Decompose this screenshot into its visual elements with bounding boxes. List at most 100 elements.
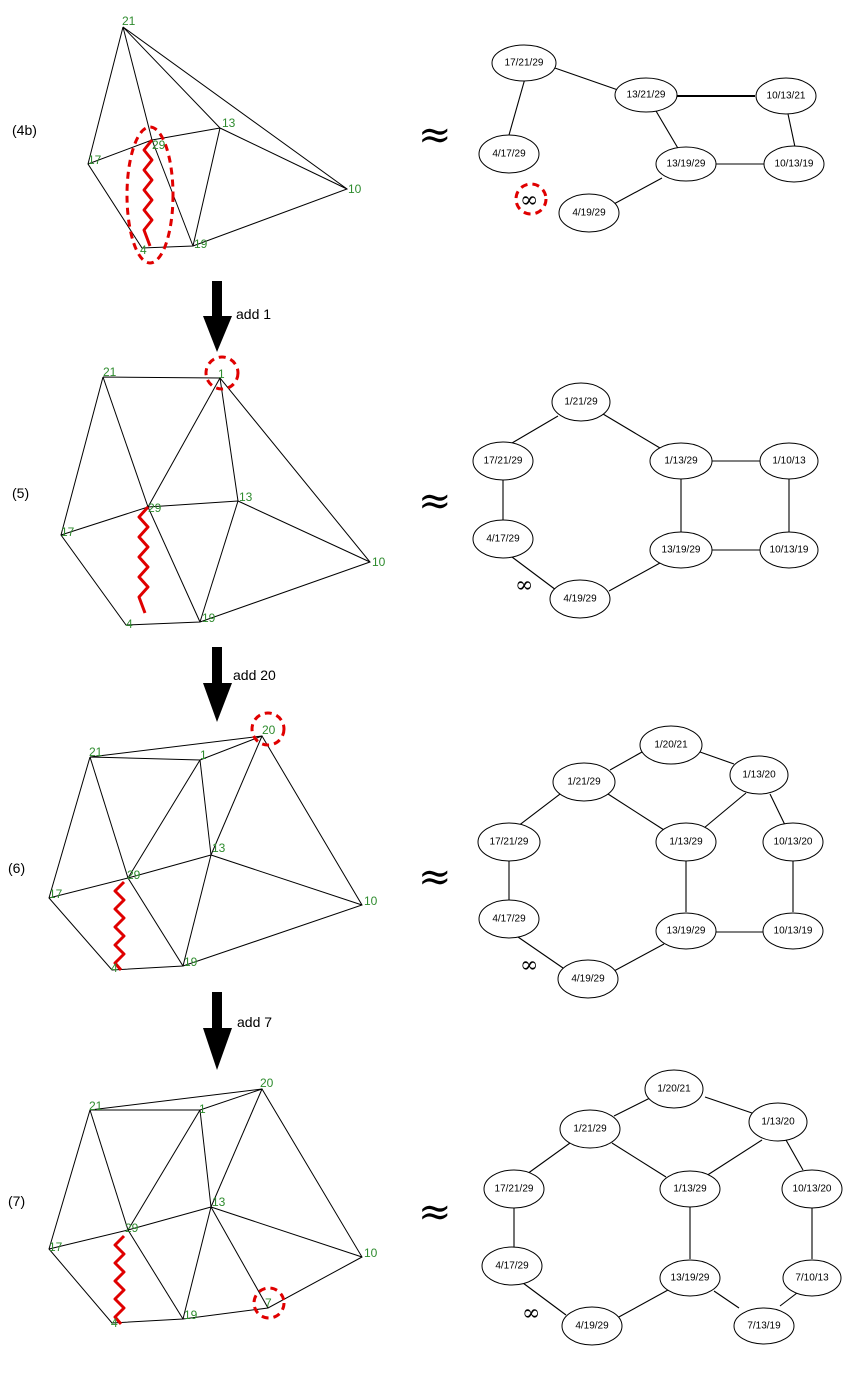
node-label: 10/13/20	[774, 837, 813, 848]
graph-node: 13/19/29	[655, 912, 717, 950]
graph-node: 1/21/29	[551, 382, 611, 422]
graph-edge	[655, 110, 680, 151]
triangulation-edges	[87, 26, 349, 249]
mesh-edge	[87, 139, 153, 165]
graph-edge	[511, 556, 557, 591]
mesh-edge	[219, 127, 348, 190]
graph-edge	[611, 1142, 667, 1178]
vertex-label: 4	[126, 617, 133, 631]
panel-6: (6) 20 21 1 13 29 17 10 19 4 ≈	[8, 711, 824, 999]
red-zigzag-edge	[137, 505, 150, 614]
mesh-edge	[89, 1109, 129, 1231]
mesh-edge	[127, 1109, 201, 1231]
stage-label: (6)	[8, 860, 25, 876]
vertex-label: 21	[103, 365, 117, 379]
graph-edge	[779, 1292, 798, 1307]
red-zigzag-edge	[113, 880, 126, 971]
graph-edge	[517, 793, 561, 827]
vertex-label: 13	[212, 841, 226, 855]
vertex-label: 19	[184, 1308, 198, 1322]
graph-node: 17/21/29	[483, 1169, 545, 1209]
stage-label: (5)	[12, 485, 29, 501]
vertex-label: 29	[125, 1221, 139, 1235]
dual-graph: 1/20/21 1/21/29 1/13/20 17/21/29 1/13/29…	[481, 1069, 843, 1346]
mesh-edge	[210, 854, 363, 906]
node-label: 17/21/29	[490, 837, 529, 848]
vertex-label: 19	[194, 237, 208, 251]
mesh-edge	[147, 506, 201, 623]
vertex-label: 19	[184, 955, 198, 969]
node-label: 1/10/13	[772, 456, 806, 467]
mesh-edge	[182, 1206, 212, 1320]
graph-edge	[611, 177, 663, 206]
graph-node: 1/13/29	[659, 1170, 721, 1208]
graph-node: 4/17/29	[481, 1246, 543, 1286]
dual-graph: 1/21/29 17/21/29 1/13/29 1/10/13 4/17/29…	[472, 382, 819, 619]
vertex-label: 10	[364, 1246, 378, 1260]
graph-node: 13/21/29	[614, 77, 678, 113]
graph-node: 10/13/19	[762, 912, 824, 950]
mesh-edge	[182, 854, 212, 967]
graph-edge	[703, 792, 747, 829]
graph-edge	[526, 1142, 571, 1175]
node-label: 1/13/20	[742, 770, 776, 781]
vertex-label: 1	[199, 1102, 206, 1116]
node-label: 1/21/29	[573, 1124, 607, 1135]
mesh-edge	[89, 735, 263, 758]
dual-graph: 17/21/29 13/21/29 10/13/21 4/17/29 13/19…	[478, 44, 825, 233]
mesh-edge	[199, 1109, 212, 1208]
mesh-edge	[102, 376, 149, 508]
triangulation-edges	[60, 376, 371, 626]
graph-node: 4/19/29	[558, 193, 620, 233]
graph-edge	[713, 1290, 740, 1309]
vertex-label: 17	[88, 153, 102, 167]
mesh-edge	[89, 1088, 263, 1111]
vertex-label: 17	[61, 525, 75, 539]
mesh-edge	[127, 1229, 184, 1320]
node-label: 4/17/29	[486, 534, 520, 545]
graph-edge	[769, 793, 786, 826]
vertex-label: 10	[372, 555, 386, 569]
step-label: add 20	[233, 667, 276, 683]
graph-edge	[609, 751, 643, 771]
node-label: 10/13/21	[767, 91, 806, 102]
graph-node: 4/17/29	[478, 134, 540, 174]
graph-node: 13/19/29	[655, 146, 717, 182]
mesh-edge	[210, 1206, 363, 1258]
node-label: 1/20/21	[654, 740, 688, 751]
graph-node: 1/13/29	[649, 442, 713, 480]
node-label: 4/17/29	[495, 1261, 529, 1272]
vertex-label: 4	[140, 243, 147, 257]
arrow-head	[203, 316, 232, 352]
vertex-label: 10	[348, 182, 362, 196]
graph-node: 10/13/21	[755, 77, 817, 115]
node-label: 10/13/19	[770, 545, 809, 556]
node-label: 10/13/19	[774, 926, 813, 937]
node-label: 1/13/29	[673, 1184, 707, 1195]
vertex-label: 17	[49, 887, 63, 901]
graph-edge	[705, 1139, 763, 1177]
vertex-label: 20	[260, 1076, 274, 1090]
node-label: 1/20/21	[657, 1084, 691, 1095]
node-label: 1/21/29	[564, 397, 598, 408]
mesh-edge	[122, 26, 221, 129]
mesh-edge	[127, 759, 201, 879]
mesh-edge	[60, 506, 149, 536]
node-label: 1/21/29	[567, 777, 601, 788]
graph-node: 1/13/20	[729, 755, 789, 795]
graph-node: 1/20/21	[639, 725, 703, 765]
step-arrow: add 1	[203, 281, 271, 352]
graph-node: 1/10/13	[759, 442, 819, 480]
triangulation	[48, 1088, 363, 1325]
graph-node: 10/13/19	[763, 145, 825, 183]
graph-node: 1/13/29	[655, 822, 717, 862]
node-label: 13/19/29	[662, 545, 701, 556]
graph-node: 4/17/29	[478, 899, 540, 939]
arrow-shaft	[212, 647, 222, 685]
graph-edge	[704, 1096, 753, 1114]
graph-node: 10/13/19	[759, 531, 819, 569]
graph-node: 1/21/29	[559, 1109, 621, 1149]
mesh-edge	[192, 127, 221, 247]
mesh-edge	[210, 1088, 263, 1208]
